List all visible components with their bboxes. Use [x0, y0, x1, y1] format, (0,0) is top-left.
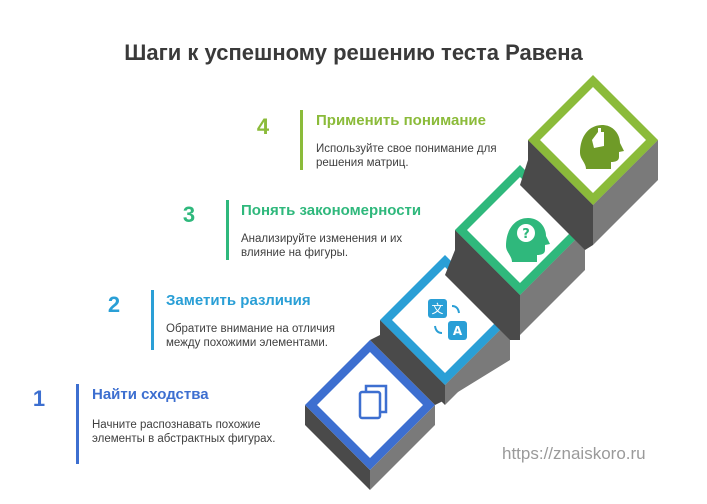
step-description: Начните распознавать похожие элементы в … — [92, 419, 276, 445]
svg-text:文: 文 — [431, 301, 443, 316]
step-description: Используйте свое понимание для решения м… — [316, 143, 497, 169]
watermark: https://znaiskoro.ru — [502, 444, 646, 463]
step-heading: Применить понимание — [316, 112, 486, 129]
step-heading: Заметить различия — [166, 292, 311, 309]
step-description: Обратите внимание на отличия между похож… — [166, 323, 335, 349]
step-divider — [300, 110, 303, 170]
step-divider — [151, 290, 154, 350]
head-hand-icon — [580, 125, 624, 169]
svg-text:?: ? — [522, 227, 530, 242]
head-question-icon: ? — [506, 218, 550, 262]
step-heading: Понять закономерности — [241, 202, 422, 219]
step-number: 1 — [32, 386, 46, 411]
svg-text:A: A — [453, 324, 463, 338]
translate-icon: 文 A — [428, 299, 467, 340]
step-description: Анализируйте изменения и их влияние на ф… — [241, 233, 403, 259]
step-divider — [226, 200, 229, 260]
step-number: 4 — [256, 114, 270, 139]
copy-icon — [358, 384, 388, 420]
step-number: 2 — [107, 292, 121, 317]
step-divider — [76, 384, 79, 464]
page-title: Шаги к успешному решению теста Равена — [124, 40, 583, 65]
step-number: 3 — [182, 202, 196, 227]
step-heading: Найти сходства — [92, 386, 209, 403]
